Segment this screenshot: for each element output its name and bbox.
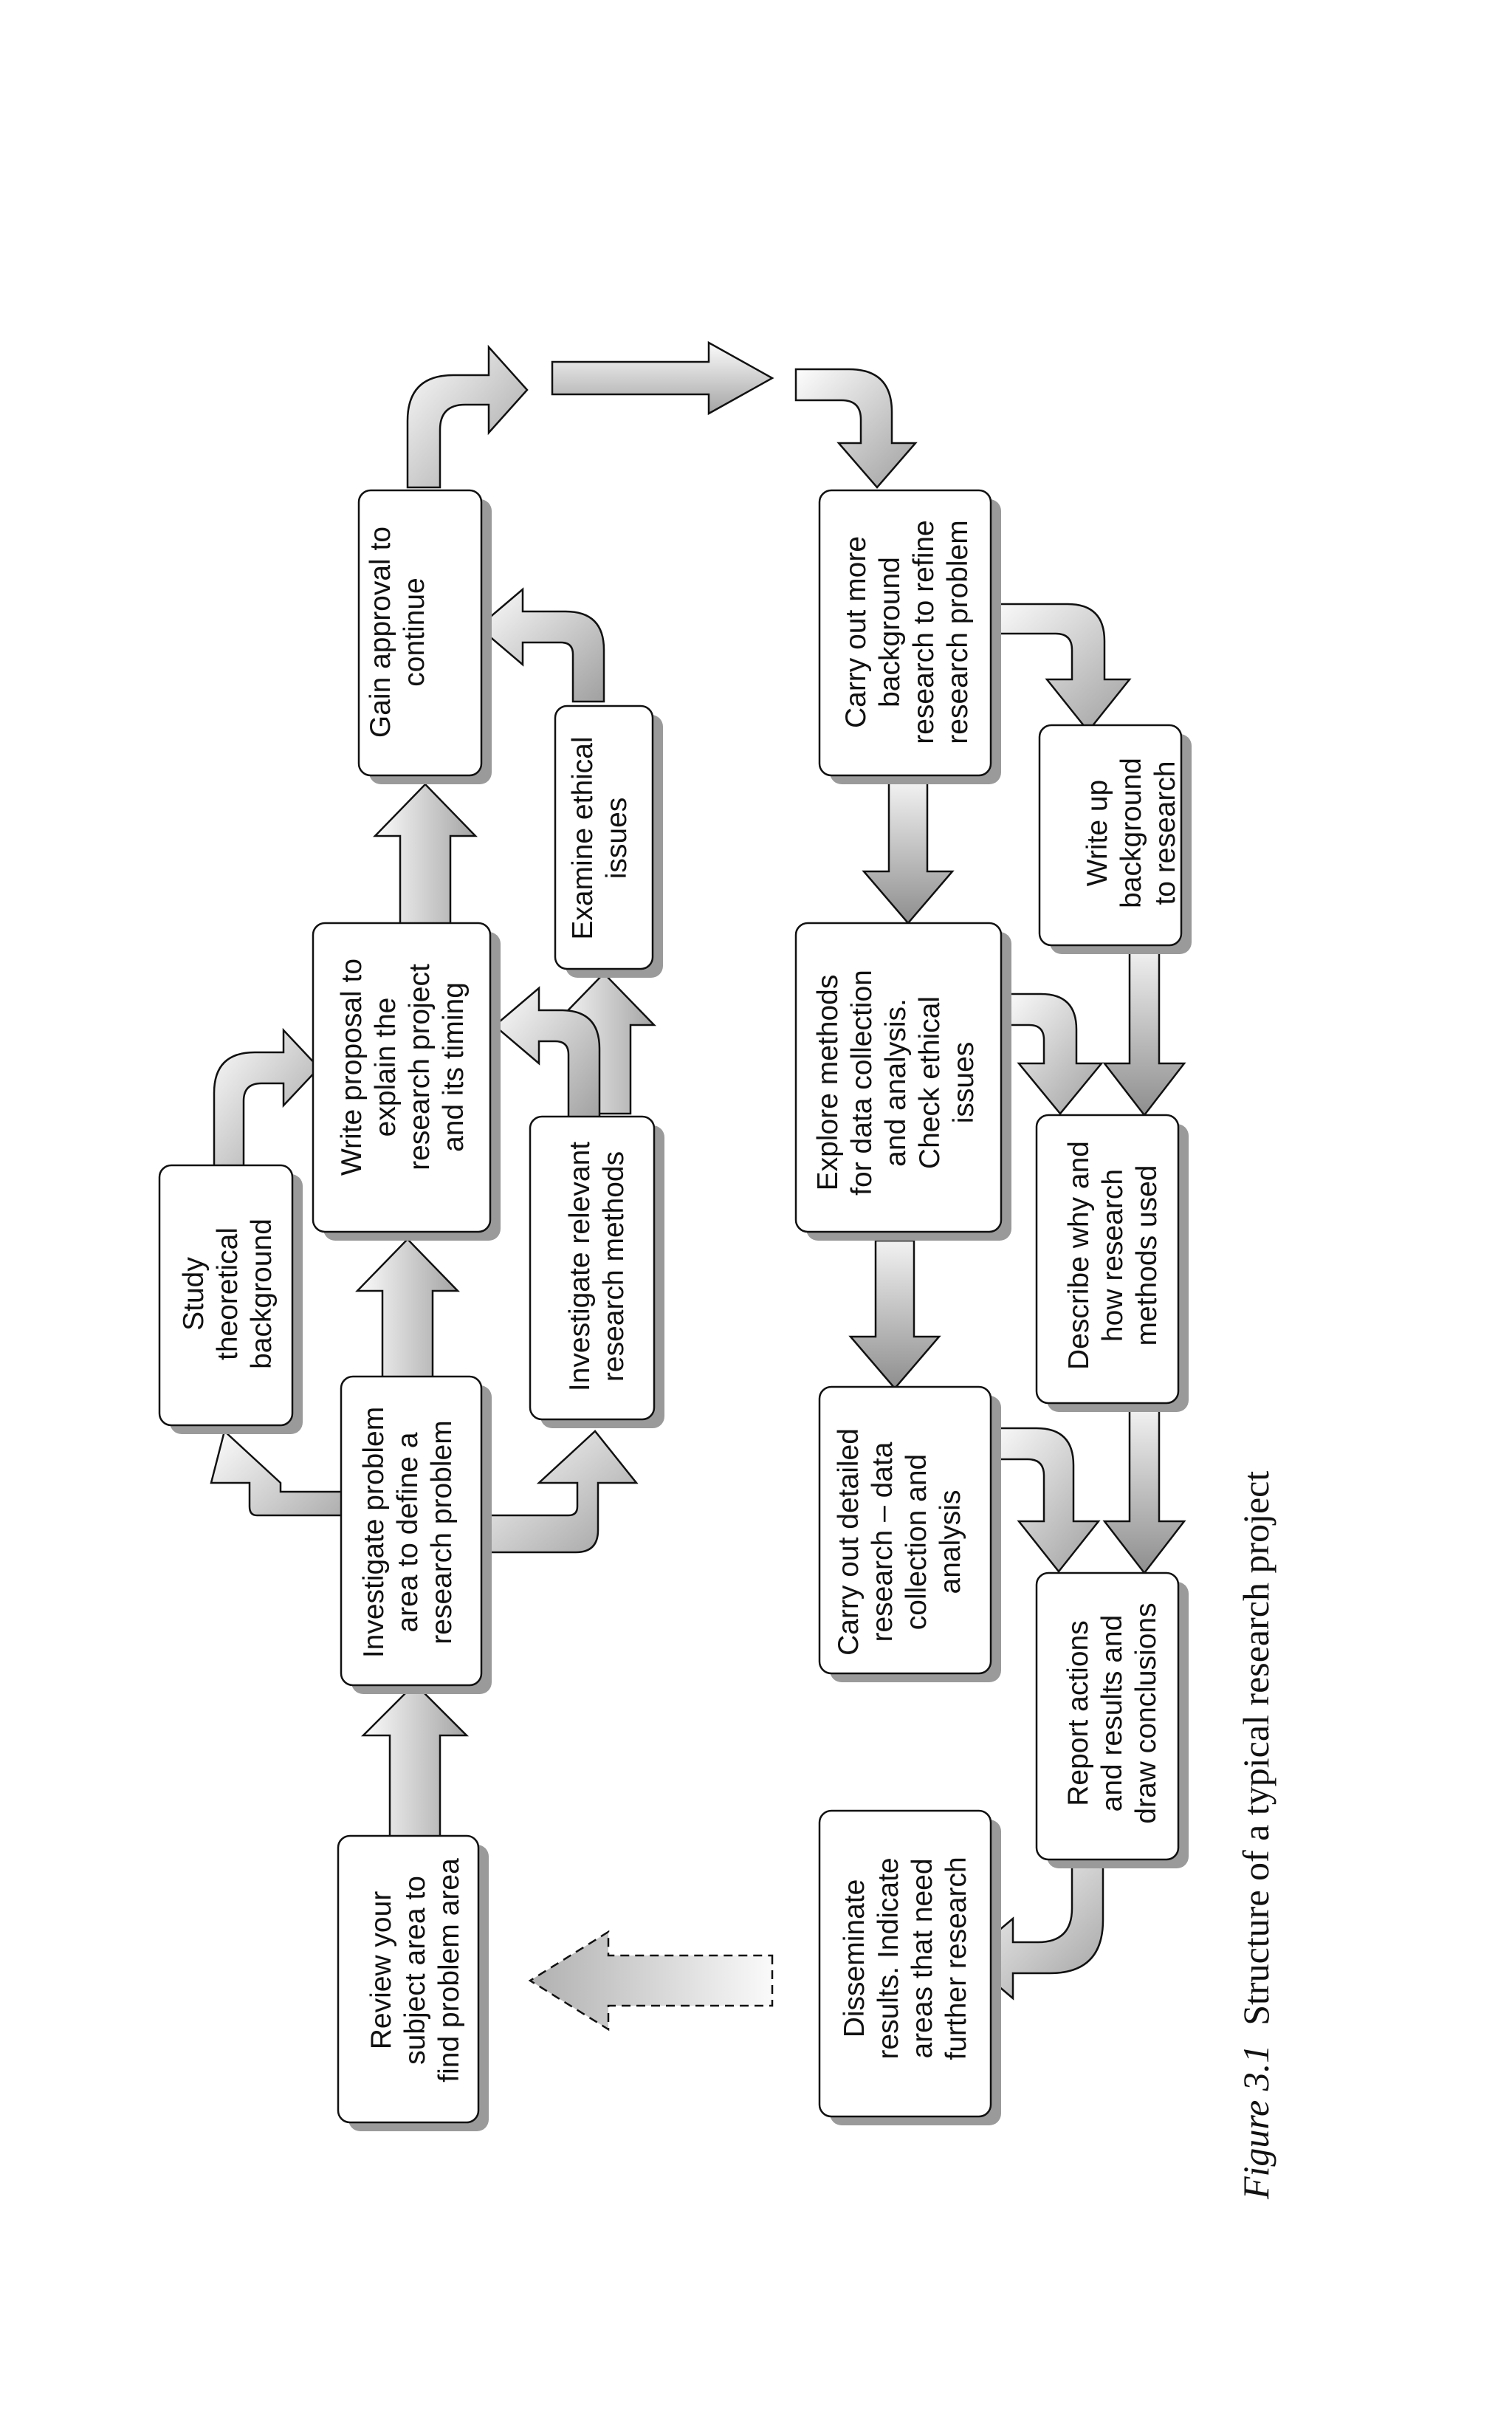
box-label-line: research methods	[598, 1151, 630, 1382]
box-label-line: analysis	[935, 1490, 966, 1594]
box-label-line: Study	[178, 1257, 210, 1331]
box-label-line: research to refine	[908, 520, 940, 744]
box-review-subject-area: Review yoursubject area tofind problem a…	[337, 1834, 489, 2131]
box-label-line: and analysis.	[880, 998, 912, 1167]
box-label: Investigate problemarea to define aresea…	[358, 1407, 458, 1658]
box-label: Carry out morebackgroundresearch to refi…	[840, 520, 974, 744]
box-label-line: find problem area	[433, 1858, 465, 2083]
box-label-line: Describe why and	[1063, 1141, 1095, 1370]
box-examine-ethical: Examine ethicalissues	[554, 705, 663, 978]
arrow-investigate-to-study	[210, 1429, 344, 1552]
box-label-line: issues	[948, 1042, 980, 1124]
box-label: Carry out detailedresearch – datacollect…	[833, 1428, 966, 1656]
arrow-ethical-to-approval	[477, 587, 605, 703]
box-label-line: Examine ethical	[567, 736, 599, 939]
box-label-line: subject area to	[399, 1876, 431, 2065]
box-investigate-methods: Investigate relevantresearch methods	[529, 1115, 664, 1428]
box-label: Review yoursubject area tofind problem a…	[365, 1858, 465, 2083]
box-label-line: background	[874, 557, 906, 707]
box-label-line: continue	[399, 577, 430, 686]
box-label-line: research problem	[426, 1420, 458, 1644]
arrow-proposal-to-approval	[373, 783, 478, 926]
arrow-into-background-research	[794, 368, 918, 489]
box-label-line: how research	[1097, 1169, 1129, 1342]
box-background-research: Carry out morebackgroundresearch to refi…	[818, 489, 1001, 784]
box-label: Disseminateresults. Indicateareas that n…	[839, 1857, 972, 2060]
box-label-line: and results and	[1096, 1615, 1128, 1812]
arrow-background-to-explore	[862, 780, 955, 925]
box-label-line: Carry out more	[840, 536, 872, 728]
box-label-line: draw conclusions	[1130, 1603, 1162, 1823]
box-label: Describe why andhow researchmethods used	[1063, 1141, 1163, 1370]
arrow-approval-to-next	[406, 344, 529, 489]
arrow-explore-to-detailed	[848, 1239, 941, 1390]
box-label-line: area to define a	[392, 1432, 424, 1632]
box-label-line: Gain approval to	[365, 527, 396, 738]
box-label-line: results. Indicate	[873, 1857, 904, 2059]
box-gain-approval: Gain approval tocontinue	[357, 489, 492, 784]
box-disseminate-results: Disseminateresults. Indicateareas that n…	[818, 1809, 1001, 2125]
box-investigate-problem: Investigate problemarea to define aresea…	[340, 1375, 492, 1694]
box-label: Investigate relevantresearch methods	[564, 1142, 630, 1391]
box-report-conclusions: Report actionsand results anddraw conclu…	[1035, 1571, 1189, 1868]
box-label: Gain approval tocontinue	[365, 527, 430, 738]
arrow-detailed-to-report	[985, 1427, 1101, 1574]
box-label: Examine ethicalissues	[567, 736, 633, 939]
box-label: Report actionsand results anddraw conclu…	[1062, 1603, 1162, 1823]
box-label: Write upbackgroundto research	[1082, 758, 1181, 908]
arrow-describe-to-report	[1102, 1406, 1186, 1575]
box-label-line: research problem	[942, 520, 974, 744]
box-label-line: Review your	[365, 1891, 397, 2050]
box-label-line: collection and	[901, 1454, 932, 1631]
box-label-line: background	[1116, 758, 1147, 908]
box-label: Explore methodsfor data collectionand an…	[812, 970, 980, 1196]
box-label-line: explain the	[370, 998, 402, 1137]
box-label-line: for data collection	[846, 970, 878, 1196]
box-detailed-research: Carry out detailedresearch – datacollect…	[818, 1385, 1001, 1682]
box-label: Studytheoreticalbackground	[178, 1218, 278, 1369]
caption-title: Structure of a typical research project	[1235, 1471, 1276, 2026]
arrow-study-to-proposal	[213, 1027, 320, 1170]
box-label-line: Write up	[1082, 780, 1113, 887]
box-label-line: Carry out detailed	[833, 1428, 865, 1656]
box-label-line: further research	[941, 1857, 972, 2060]
box-label-line: research – data	[867, 1442, 898, 1642]
box-write-proposal: Write proposal toexplain theresearch pro…	[312, 922, 501, 1241]
box-describe-methods: Describe why andhow researchmethods used	[1035, 1114, 1189, 1412]
box-label-line: issues	[601, 798, 633, 880]
box-label-line: methods used	[1131, 1165, 1163, 1346]
box-label-line: to research	[1150, 761, 1181, 905]
box-label-line: background	[246, 1218, 278, 1369]
arrow-review-to-investigate	[360, 1682, 470, 1840]
svg-text:Figure 3.1 Structure of: Figure 3.1 Structure of a typical resear…	[1235, 1471, 1276, 2200]
arrow-methods-to-proposal	[493, 986, 601, 1122]
arrow-investigate-to-methods	[484, 1430, 639, 1554]
box-write-up-background: Write upbackgroundto research	[1038, 724, 1192, 954]
arrow-explore-to-describe	[1000, 993, 1104, 1115]
box-label-line: Investigate problem	[358, 1407, 390, 1658]
box-label-line: Investigate relevant	[564, 1142, 596, 1391]
box-label-line: Check ethical	[914, 996, 946, 1169]
arrow-column-transition	[551, 340, 774, 416]
box-label-line: and its timing	[438, 982, 470, 1152]
box-label-line: Write proposal to	[336, 959, 368, 1176]
box-study-background: Studytheoreticalbackground	[158, 1164, 303, 1434]
box-label-line: Report actions	[1062, 1620, 1094, 1806]
box-label-line: areas that need	[907, 1858, 938, 2058]
arrow-background-to-writeup	[985, 603, 1132, 733]
box-label-line: Disseminate	[839, 1879, 870, 2038]
arrow-writeup-to-describe	[1102, 945, 1186, 1117]
box-label-line: theoretical	[212, 1227, 244, 1360]
figure-caption: Figure 3.1 Structure of a typical resear…	[1235, 1471, 1276, 2200]
box-explore-methods: Explore methodsfor data collectionand an…	[794, 922, 1011, 1241]
arrow-return-dashed	[528, 1930, 774, 2032]
box-label: Write proposal toexplain theresearch pro…	[336, 959, 470, 1176]
arrow-investigate-to-proposal	[355, 1238, 460, 1381]
box-label-line: Explore methods	[812, 975, 844, 1191]
box-label-line: research project	[404, 964, 436, 1170]
caption-label: Figure 3.1	[1235, 2045, 1276, 2200]
